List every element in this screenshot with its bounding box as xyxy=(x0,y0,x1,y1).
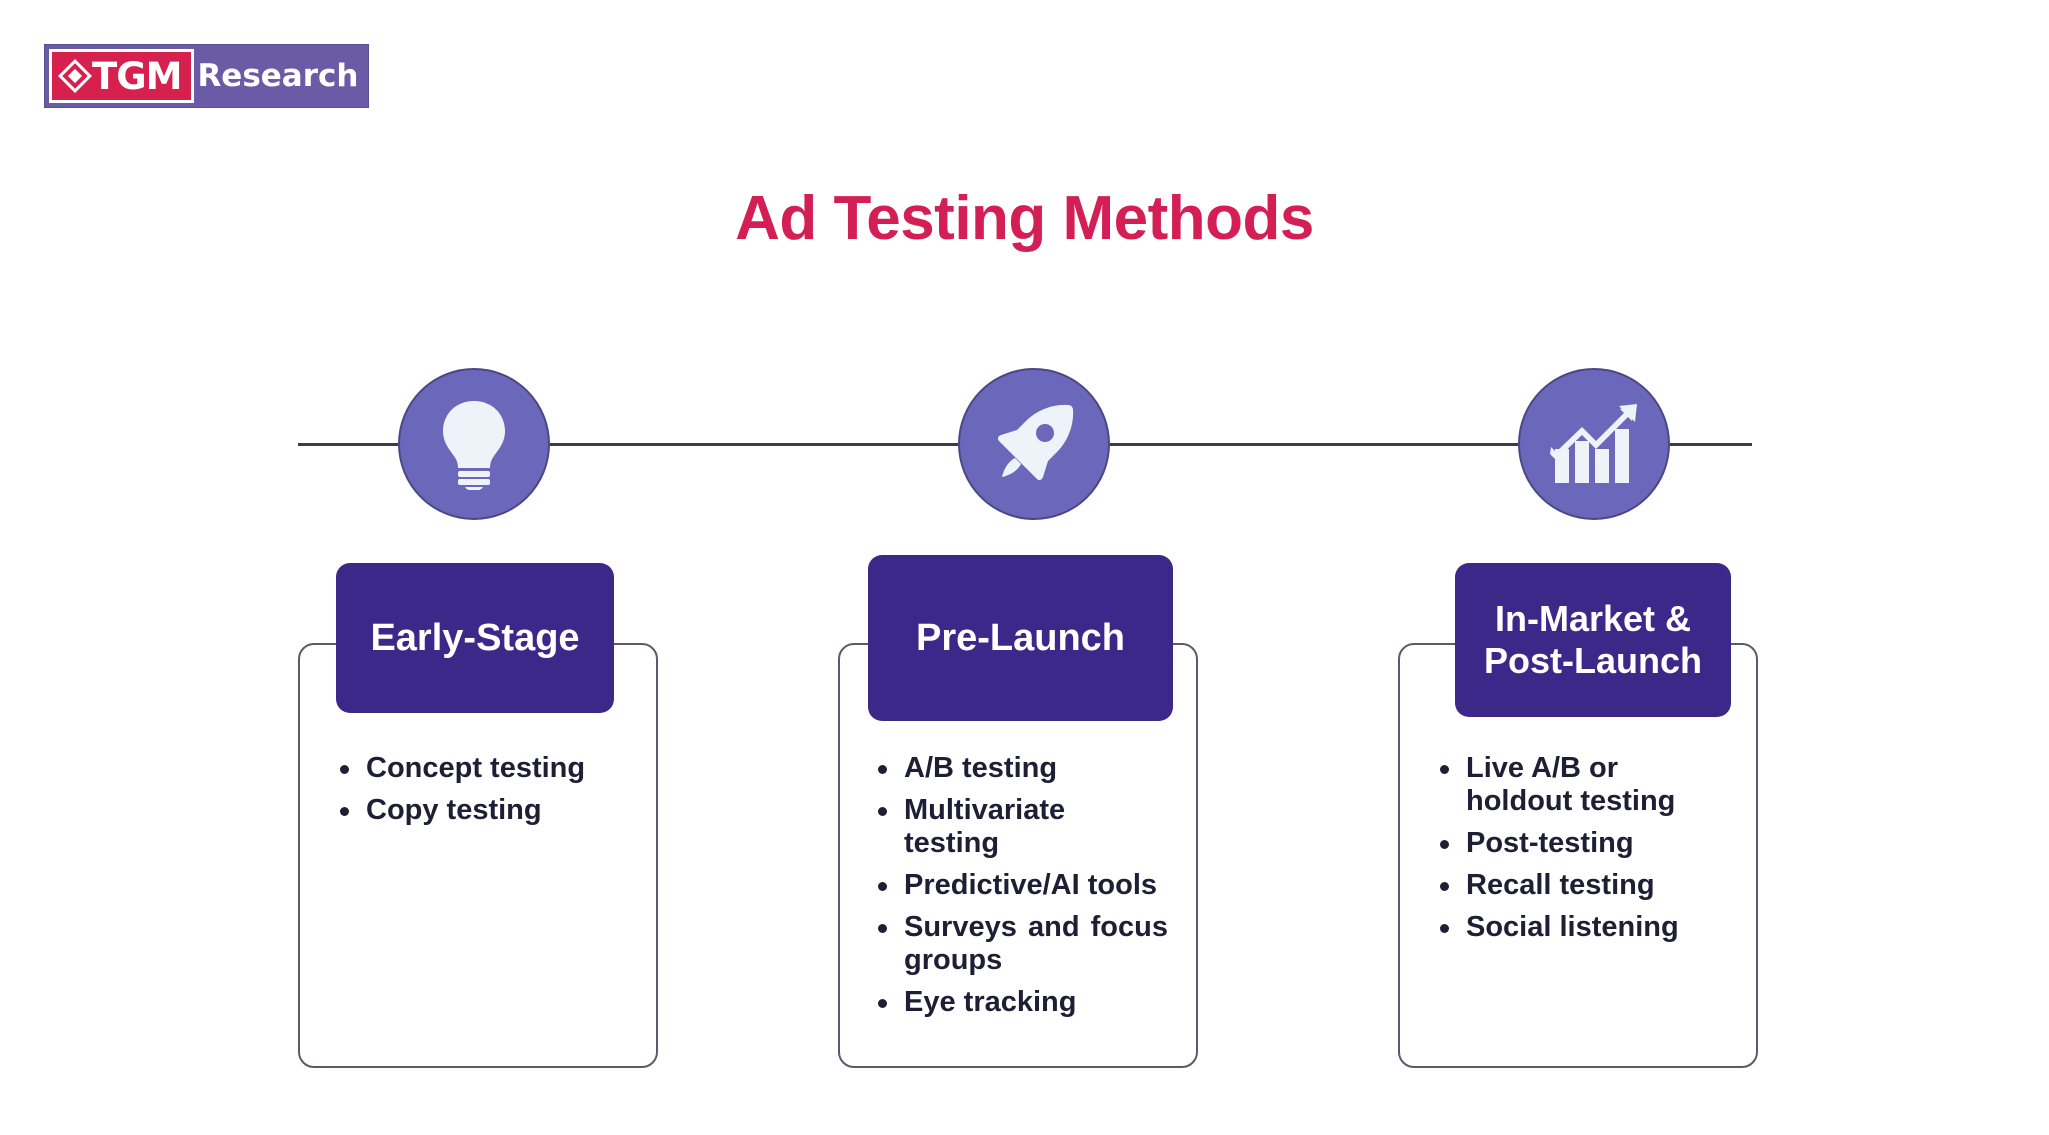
stage-header-label-line1: In-Market & xyxy=(1494,597,1691,639)
stage-header-early-stage: Early-Stage xyxy=(336,563,614,713)
stage-list-pre-launch: A/B testing Multivariate testing Predict… xyxy=(868,752,1168,1028)
list-item: Post-testing xyxy=(1430,827,1730,860)
lightbulb-icon xyxy=(398,368,550,520)
list-item: Surveys and focus groups xyxy=(868,911,1168,977)
diamond-icon xyxy=(58,59,92,93)
growth-chart-icon xyxy=(1518,368,1670,520)
list-item: Live A/B or holdout testing xyxy=(1430,752,1730,818)
page-title: Ad Testing Methods xyxy=(735,184,1314,253)
logo-research-text: Research xyxy=(197,57,359,94)
list-item: Predictive/AI tools xyxy=(868,869,1168,902)
logo-tgm-box: TGM xyxy=(49,49,195,103)
stage-list-early-stage: Concept testing Copy testing xyxy=(330,752,640,836)
stage-list-in-market-post-launch: Live A/B or holdout testing Post-testing… xyxy=(1430,752,1730,953)
list-item: Social listening xyxy=(1430,911,1730,944)
list-item: Eye tracking xyxy=(868,986,1168,1019)
list-item: Recall testing xyxy=(1430,869,1730,902)
stage-header-label-line2: Post-Launch xyxy=(1483,640,1702,681)
stage-header-in-market-post-launch: In-Market & Post-Launch xyxy=(1455,563,1731,717)
stage-header-pre-launch: Pre-Launch xyxy=(868,555,1173,721)
logo-tgm-text: TGM xyxy=(92,54,182,98)
stage-header-label: Pre-Launch xyxy=(915,616,1126,659)
list-item: Concept testing xyxy=(330,752,640,785)
rocket-icon xyxy=(958,368,1110,520)
list-item: Copy testing xyxy=(330,794,640,827)
list-item: Multivariate testing xyxy=(868,794,1168,860)
list-item: A/B testing xyxy=(868,752,1168,785)
tgm-research-logo: TGM Research xyxy=(44,44,370,108)
stage-header-label: Early-Stage xyxy=(370,616,580,659)
